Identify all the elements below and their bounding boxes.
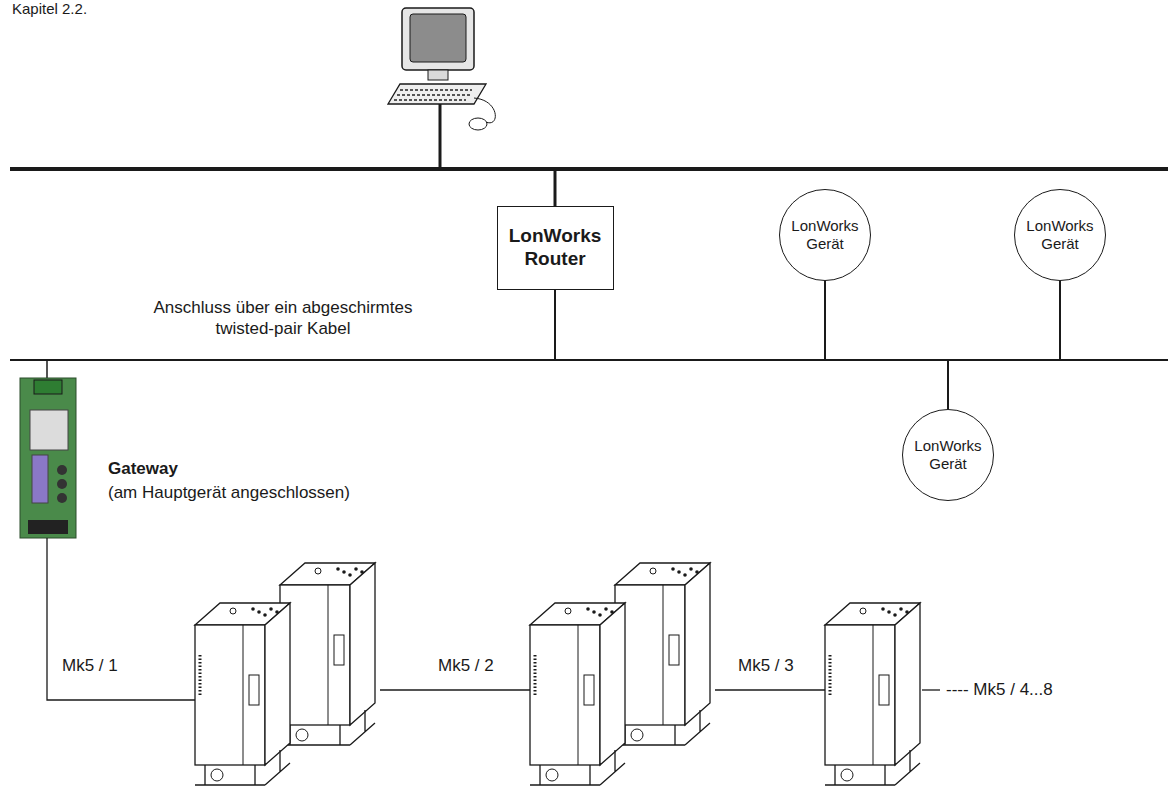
device-circle: LonWorks Gerät [779,189,871,281]
cable-note: Anschluss über ein abgeschirmtes twisted… [133,297,433,340]
bus-connector [555,281,1060,360]
device-label: Mk5 / 2 [438,655,494,676]
gateway-label: Gateway [108,458,178,479]
device-label: Mk5 / 1 [62,655,118,676]
device-circle: LonWorks Gerät [902,409,994,501]
device-label: ---- Mk5 / 4...8 [946,679,1053,700]
node-text: LonWorks Gerät [1025,217,1095,253]
bus-connector [555,290,948,409]
node-text: LonWorks Gerät [913,437,983,473]
chapter-note: Kapitel 2.2. [12,0,87,19]
node-text: LonWorks Gerät [790,217,860,253]
gateway-note: (am Hauptgerät angeschlossen) [108,482,350,503]
device-label: Mk5 / 3 [738,655,794,676]
device-circle: LonWorks Gerät [1014,189,1106,281]
bus-connector [555,281,825,360]
node-text: LonWorks Router [504,225,607,271]
router-box: LonWorks Router [497,206,614,290]
